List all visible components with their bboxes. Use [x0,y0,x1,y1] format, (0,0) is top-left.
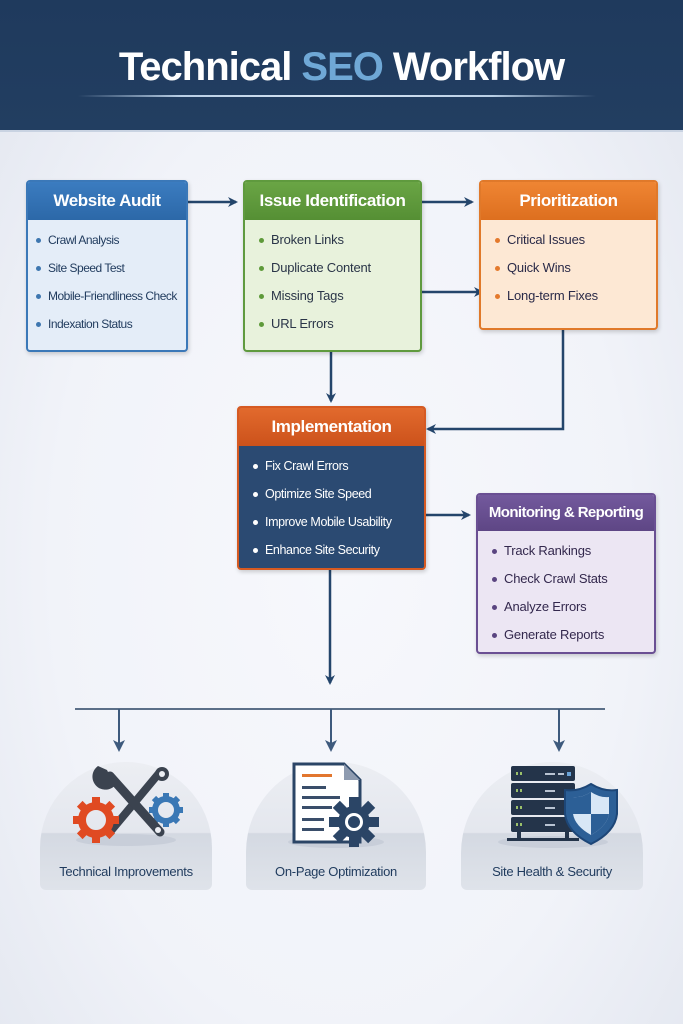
list-item: Optimize Site Speed [253,482,424,510]
step-title: Issue Identification [245,182,420,220]
outcome-site-health-security: Site Health & Security [461,762,643,890]
list-item: Track Rankings [492,539,654,567]
step-title: Website Audit [28,182,186,220]
outcome-label: On-Page Optimization [275,864,397,879]
list-item: Site Speed Test [36,256,186,284]
step-implementation: Implementation Fix Crawl Errors Optimize… [237,406,426,570]
list-item: Improve Mobile Usability [253,510,424,538]
wrench-gears-icon [73,766,183,846]
step-issue-identification: Issue Identification Broken Links Duplic… [243,180,422,352]
list-item: Missing Tags [259,284,420,312]
arrow-prioritization-to-implementation [426,328,565,434]
list-item: Broken Links [259,228,420,256]
list-item: Enhance Site Security [253,538,424,566]
list-item: Duplicate Content [259,256,420,284]
list-item: Indexation Status [36,312,186,340]
step-website-audit: Website Audit Crawl Analysis Site Speed … [26,180,188,352]
list-item: Fix Crawl Errors [253,454,424,482]
list-item: Generate Reports [492,623,654,651]
outcome-label: Technical Improvements [59,864,193,879]
list-item: URL Errors [259,312,420,340]
title-accent: SEO [301,45,383,89]
title-part-2: Workflow [392,45,565,89]
list-item: Critical Issues [495,228,656,256]
step-title: Implementation [239,408,424,446]
server-shield-icon [498,766,618,848]
list-item: Quick Wins [495,256,656,284]
step-prioritization: Prioritization Critical Issues Quick Win… [479,180,658,330]
list-item: Mobile-Friendliness Check [36,284,186,312]
title-underline [78,95,596,97]
outcome-technical-improvements: Technical Improvements [40,762,212,890]
outcome-backdrop [40,762,212,890]
document-gear-icon [288,762,384,848]
list-item: Long-term Fixes [495,284,656,312]
outcome-label: Site Health & Security [492,864,612,879]
outcome-on-page-optimization: On-Page Optimization [246,762,426,890]
step-monitoring-reporting: Monitoring & Reporting Track Rankings Ch… [476,493,656,654]
list-item: Check Crawl Stats [492,567,654,595]
list-item: Crawl Analysis [36,228,186,256]
list-item: Analyze Errors [492,595,654,623]
step-title: Monitoring & Reporting [478,495,654,531]
title-part-1: Technical [118,45,293,89]
step-title: Prioritization [481,182,656,220]
